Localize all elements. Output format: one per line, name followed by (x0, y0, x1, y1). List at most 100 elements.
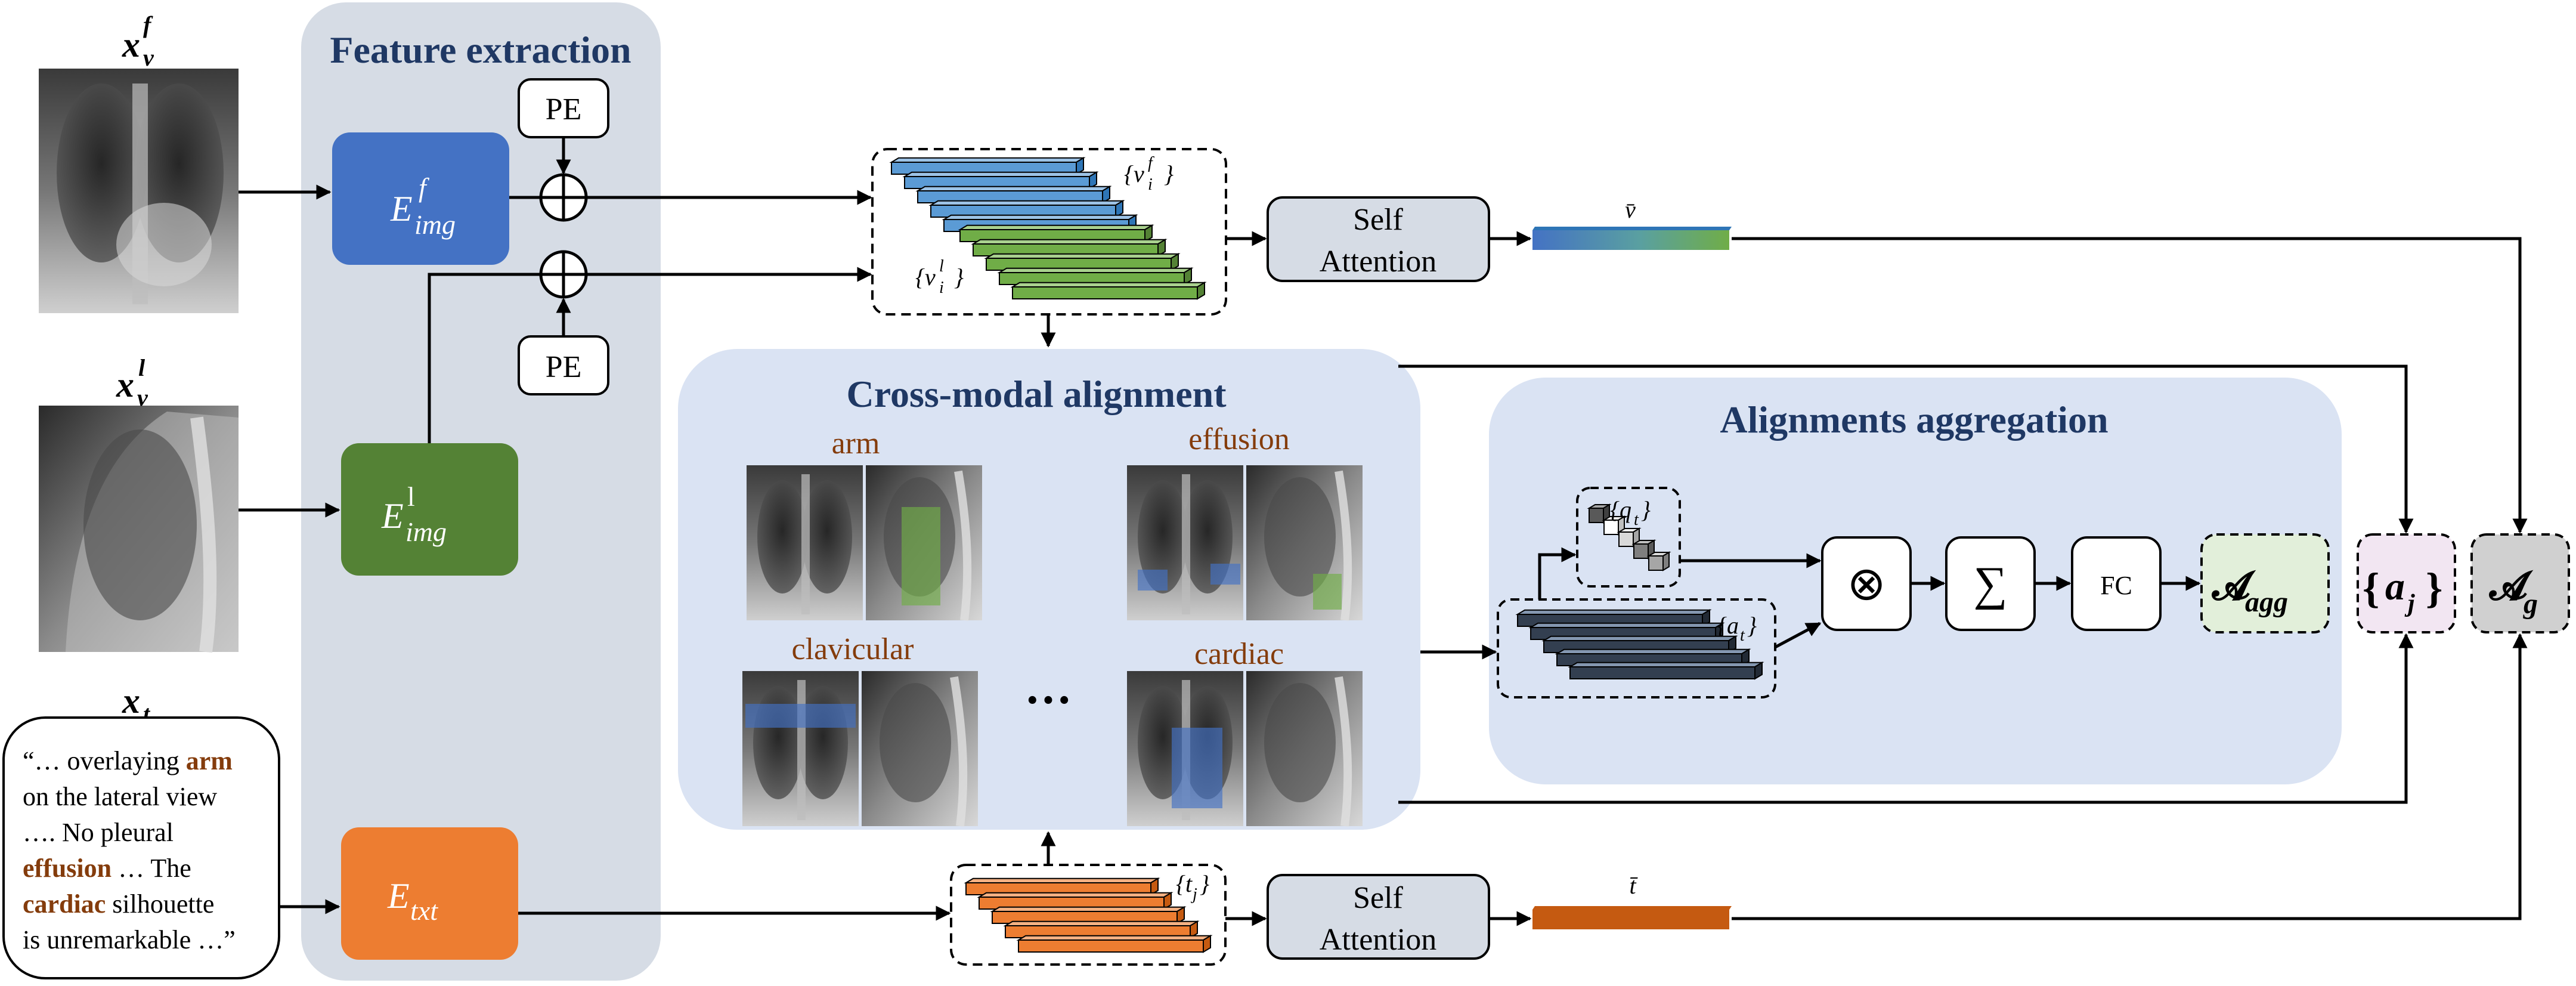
svg-text:f: f (1148, 154, 1154, 172)
align-word-clavicular: clavicular (792, 632, 914, 666)
svg-text:PE: PE (546, 92, 582, 126)
frontal-xray-image (39, 69, 239, 313)
visual-token-frontal (915, 186, 1112, 204)
report-text: “… overlaying arm on the lateral view ….… (23, 746, 239, 954)
svg-text:j: j (1191, 885, 1197, 904)
lateral-image-encoder: E img l (341, 443, 518, 576)
svg-text:𝓐: 𝓐 (2211, 565, 2256, 608)
svg-text:{v: {v (915, 264, 936, 290)
svg-text:Attention: Attention (1320, 923, 1436, 957)
visual-token-lateral (1010, 282, 1207, 300)
svg-text:l: l (407, 481, 415, 512)
highlight-region (1313, 574, 1342, 610)
align-word-arm: arm (832, 426, 880, 460)
alignment-token-box (1497, 598, 1776, 698)
highlight-region (1210, 564, 1240, 585)
text-token (1003, 920, 1200, 939)
fc-layer: FC (2071, 536, 2162, 631)
svg-text:{: { (2363, 564, 2379, 612)
feature-extraction-title: Feature extraction (330, 29, 631, 71)
text-token-stack (964, 877, 1213, 953)
svg-text:𝓐: 𝓐 (2488, 565, 2534, 608)
pooled-text-feature: t̄ (1532, 872, 1732, 929)
add-positional-encoding-bottom (539, 250, 588, 299)
svg-text:f: f (143, 11, 153, 38)
connectors (239, 137, 2528, 926)
text-encoder: E txt (341, 827, 518, 960)
svg-text:}: } (954, 264, 964, 290)
text-token (1016, 935, 1213, 953)
text-token-set-label: {t j } (1176, 870, 1209, 904)
svg-text:l: l (138, 354, 145, 381)
thumb-effusion (1127, 465, 1363, 621)
svg-text:x: x (116, 365, 134, 404)
svg-text:x: x (122, 25, 140, 64)
alignment-token (1568, 662, 1764, 680)
visual-lateral-token-set-label: {v i l } (915, 257, 964, 297)
svg-text:}: } (1641, 496, 1651, 523)
global-alignment-output: 𝓐 g (2470, 533, 2570, 633)
query-token-set-label: {q t } (1610, 496, 1651, 529)
svg-text:l: l (939, 257, 944, 276)
visual-token-frontal (928, 200, 1125, 218)
alignment-set-output: { a j } (2357, 533, 2456, 633)
text-token-box (950, 864, 1227, 966)
visual-frontal-token-set-label: {v i f } (1124, 154, 1174, 194)
svg-text:⊗: ⊗ (1847, 558, 1885, 610)
svg-text:{v: {v (1124, 160, 1144, 187)
sum-operator: ∑ (1945, 536, 2036, 631)
svg-text:}: } (1164, 160, 1174, 187)
svg-text:∑: ∑ (1973, 558, 2007, 610)
thumb-cardiac (1127, 671, 1363, 827)
svg-text:t: t (1634, 511, 1639, 529)
svg-text:v: v (143, 44, 154, 71)
svg-text:i: i (1148, 175, 1153, 194)
svg-text:Self: Self (1353, 881, 1403, 915)
highlight-region (902, 507, 940, 605)
text-token (990, 906, 1187, 925)
lateral-input-label: x v l (116, 354, 148, 411)
svg-text:E: E (387, 876, 410, 916)
query-cube (1646, 551, 1671, 571)
product-operator: ⊗ (1821, 536, 1912, 631)
query-cube (1617, 527, 1642, 548)
svg-text:x: x (122, 681, 140, 721)
query-token-box (1576, 487, 1681, 588)
report-box (2, 716, 280, 979)
self-attention-visual: Self Attention (1267, 196, 1490, 282)
thumb-arm (747, 465, 982, 621)
svg-text:v: v (137, 384, 148, 411)
visual-token-lateral (971, 239, 1168, 257)
visual-token-lateral (958, 224, 1154, 243)
visual-token-frontal (902, 171, 1099, 190)
alignments-aggregation-title: Alignments aggregation (1720, 398, 2108, 441)
svg-text:PE: PE (546, 350, 582, 384)
alignment-token-set-label: {a t } (1717, 612, 1757, 645)
pooled-visual-feature: v̄ (1532, 196, 1732, 250)
svg-text:{q: {q (1610, 496, 1631, 523)
alignment-token-stack (1515, 609, 1764, 680)
svg-text:img: img (405, 517, 447, 547)
svg-text:t̄: t̄ (1629, 872, 1637, 899)
highlight-region (745, 704, 856, 728)
svg-text:FC: FC (2100, 571, 2132, 600)
pe-box-bottom: PE (518, 335, 609, 395)
align-word-effusion: effusion (1188, 422, 1289, 456)
visual-token-frontal (889, 157, 1086, 175)
ellipsis: ··· (1024, 674, 1072, 727)
visual-token-lateral (984, 253, 1181, 271)
svg-text:img: img (414, 209, 456, 240)
text-token (964, 877, 1160, 896)
thumb-clavicular (742, 671, 978, 827)
highlight-region (1138, 570, 1168, 591)
svg-text:v̄: v̄ (1625, 196, 1636, 223)
cross-modal-title: Cross-modal alignment (846, 373, 1227, 415)
query-cubes (1587, 503, 1671, 571)
svg-text:{a: {a (1717, 612, 1739, 639)
svg-text:g: g (2523, 588, 2538, 620)
lateral-xray-image (39, 406, 239, 653)
svg-text:}: } (1747, 612, 1757, 639)
alignments-aggregation-panel (1489, 378, 2342, 784)
highlight-region (1172, 728, 1222, 808)
